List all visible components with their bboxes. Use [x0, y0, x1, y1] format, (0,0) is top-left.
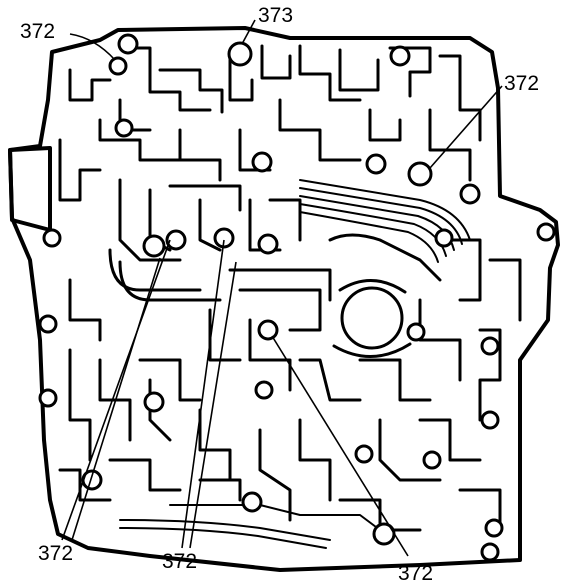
callout-bottom-left: 372 — [38, 542, 73, 565]
callout-top-right: 372 — [504, 72, 539, 95]
callout-top-left: 372 — [20, 20, 55, 43]
callout-bottom-center: 372 — [162, 550, 197, 573]
leader-lines — [61, 19, 503, 557]
passage-network — [58, 44, 522, 549]
left-side-block — [8, 146, 52, 232]
bolt-holes — [38, 33, 556, 562]
callout-bottom-right: 372 — [398, 562, 433, 585]
callout-top-center: 373 — [258, 4, 293, 27]
valve-body-outline — [8, 26, 560, 572]
